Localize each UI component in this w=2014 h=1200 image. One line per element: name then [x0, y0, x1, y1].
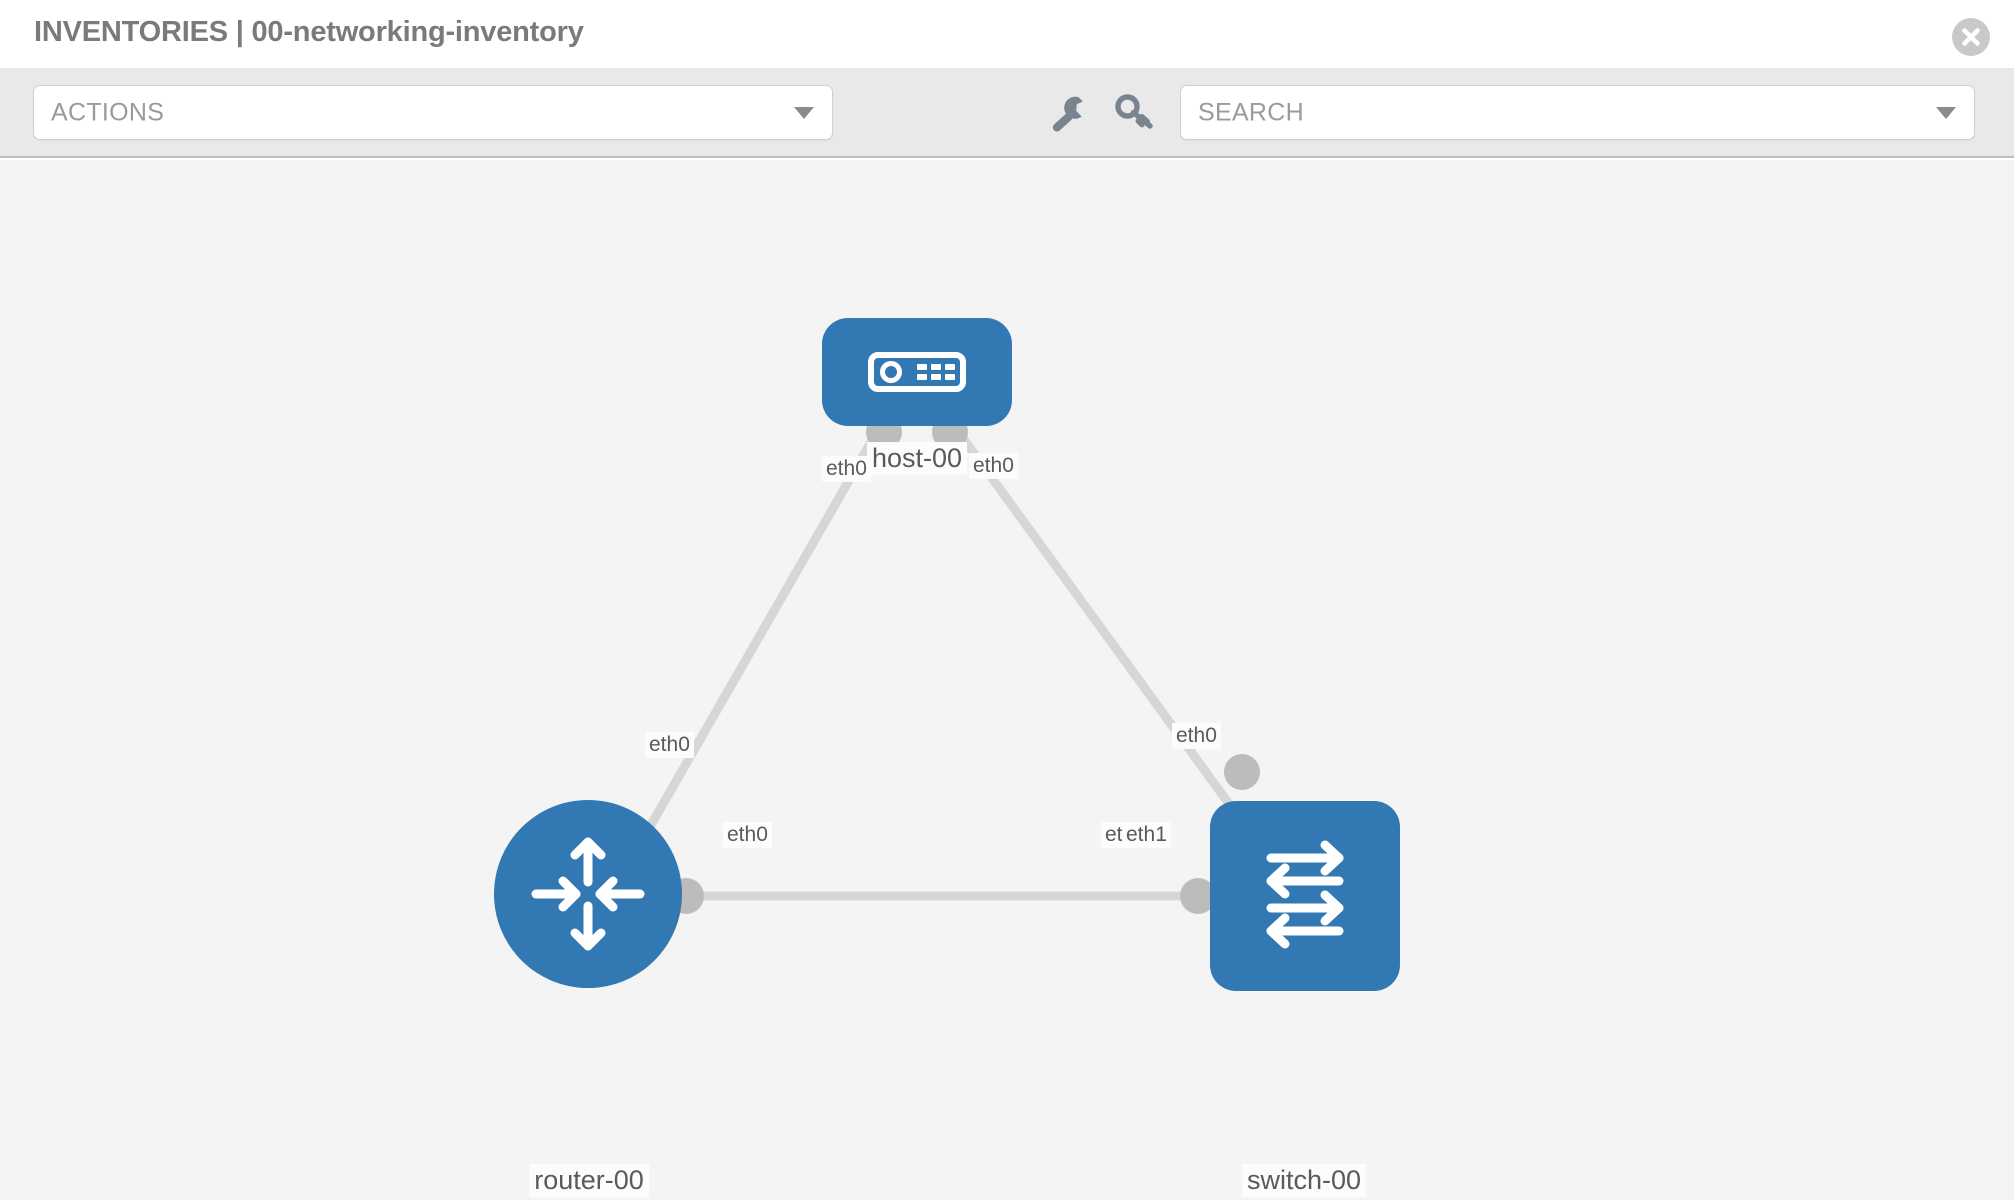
switch-arrows-icon — [1266, 840, 1344, 949]
chevron-down-icon — [794, 106, 814, 119]
network-topology: host-00 router-00 switch-00 eth0 eth0 et… — [0, 160, 2014, 1200]
edge-host-router — [636, 427, 882, 847]
edge-host-switch — [953, 427, 1252, 833]
topology-edges — [636, 414, 1260, 914]
port-switch-top — [1224, 754, 1260, 790]
actions-dropdown[interactable]: ACTIONS — [33, 85, 833, 140]
node-host-00[interactable] — [822, 318, 1012, 426]
close-icon[interactable] — [1952, 18, 1990, 56]
topology-canvas[interactable]: host-00 router-00 switch-00 eth0 eth0 et… — [0, 160, 2014, 1200]
node-router-00[interactable] — [494, 800, 682, 988]
search-input[interactable]: SEARCH — [1180, 85, 1975, 140]
search-placeholder: SEARCH — [1198, 98, 1304, 126]
iface-label-host-left: eth0 — [822, 456, 871, 482]
wrench-icon[interactable] — [1043, 88, 1091, 136]
port-switch-left — [1180, 878, 1216, 914]
iface-label-router-uplink: eth0 — [645, 732, 694, 758]
iface-label-router-eth0: eth0 — [723, 822, 772, 848]
key-icon[interactable] — [1111, 88, 1159, 136]
actions-dropdown-label: ACTIONS — [51, 98, 165, 126]
iface-label-switch-uplink: eth0 — [1172, 723, 1221, 749]
iface-label-switch-eth1: eth1 — [1122, 822, 1171, 848]
node-label-switch-00: switch-00 — [1241, 1164, 1367, 1197]
node-switch-00[interactable] — [1210, 801, 1400, 991]
iface-label-host-right: eth0 — [969, 453, 1018, 479]
node-label-router-00: router-00 — [529, 1164, 649, 1197]
chevron-down-icon — [1936, 106, 1956, 119]
page-header: INVENTORIES | 00-networking-inventory — [0, 0, 2014, 68]
router-arrows-icon — [531, 837, 645, 951]
server-appliance-icon — [868, 352, 966, 392]
toolbar: ACTIONS SEARCH — [0, 68, 2014, 158]
node-label-host-00: host-00 — [866, 442, 968, 475]
page-title: INVENTORIES | 00-networking-inventory — [34, 16, 584, 48]
